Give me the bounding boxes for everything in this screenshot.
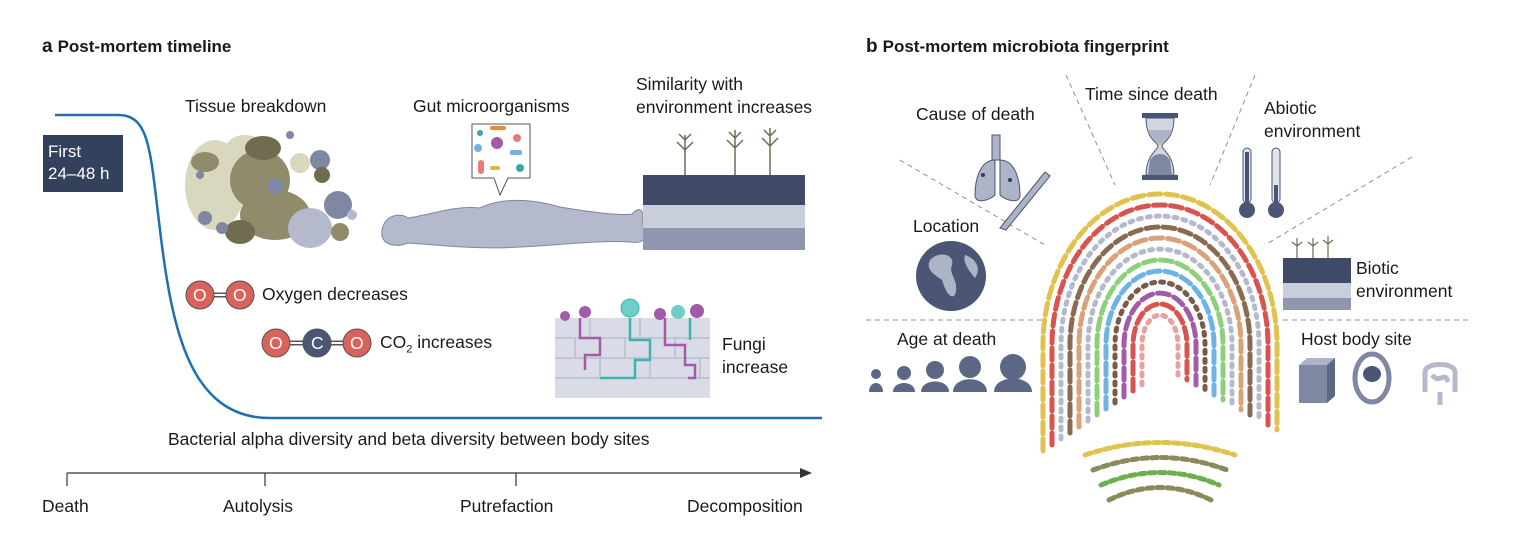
lungs-icon bbox=[974, 134, 1021, 202]
oxygen-decreases-label: Oxygen decreases bbox=[262, 284, 408, 304]
soil-with-plants-icon bbox=[643, 128, 805, 250]
co2-carbon-atom: C bbox=[311, 333, 324, 353]
factor-dividers bbox=[866, 74, 1472, 321]
oxygen-atom: O bbox=[193, 285, 207, 305]
fingerprint-ridge bbox=[1076, 235, 1244, 430]
stage-putrefaction: Putrefaction bbox=[460, 496, 554, 516]
co2-increases-label: CO2 increases bbox=[380, 332, 493, 356]
timeline-axis bbox=[66, 468, 812, 486]
fingerprint-ridge bbox=[1067, 224, 1253, 436]
oxygen-atom: O bbox=[233, 285, 247, 305]
fingerprint-base-ridge bbox=[1082, 440, 1238, 458]
age-at-death-label: Age at death bbox=[897, 329, 997, 349]
host-body-site-label: Host body site bbox=[1301, 329, 1412, 349]
gut-microbe-callout-icon bbox=[471, 123, 531, 197]
tissue-breakdown-label: Tissue breakdown bbox=[185, 96, 327, 116]
diversity-label: Bacterial alpha diversity and beta diver… bbox=[168, 429, 650, 449]
thermometers-icon bbox=[1239, 147, 1284, 218]
biotic-soil-icon bbox=[1283, 236, 1351, 310]
diversity-curve bbox=[55, 113, 822, 420]
stage-death: Death bbox=[42, 496, 89, 516]
fingerprint-ridge bbox=[1139, 312, 1181, 388]
fingerprint-base-ridge bbox=[1106, 485, 1214, 503]
intestine-icon bbox=[1422, 362, 1458, 405]
globe-icon bbox=[916, 241, 986, 311]
co2-oxygen-atom: O bbox=[350, 333, 364, 353]
fingerprint-ridge bbox=[1085, 246, 1235, 424]
fingerprint-ridge bbox=[1130, 301, 1190, 394]
fingerprint-ridge bbox=[1112, 279, 1208, 406]
fingerprint-ridge bbox=[1049, 202, 1271, 448]
stage-autolysis: Autolysis bbox=[223, 496, 294, 516]
scalpel-icon bbox=[999, 171, 1051, 231]
fingerprint-ridge bbox=[1058, 213, 1262, 442]
fingerprint-base-ridge bbox=[1098, 470, 1222, 488]
fingerprint-ridge bbox=[1040, 191, 1280, 454]
mouth-icon bbox=[1352, 351, 1392, 405]
fingerprint-ridge bbox=[1094, 257, 1226, 418]
stage-decomposition: Decomposition bbox=[687, 496, 803, 516]
hourglass-icon bbox=[1142, 113, 1178, 180]
location-label: Location bbox=[913, 216, 980, 236]
arrow-head-icon bbox=[800, 468, 812, 478]
co2-oxygen-atom: O bbox=[269, 333, 283, 353]
age-people-icons bbox=[869, 354, 1032, 392]
fingerprint-ridge bbox=[1121, 290, 1199, 400]
fingerprint-ridge bbox=[1103, 268, 1217, 412]
oxygen-molecule-icon bbox=[185, 280, 255, 310]
tissue-blobs-icon bbox=[185, 131, 357, 248]
time-since-death-label: Time since death bbox=[1085, 84, 1218, 104]
human-body-icon bbox=[381, 199, 647, 249]
co2-molecule-icon bbox=[261, 328, 372, 358]
gut-microorganisms-label: Gut microorganisms bbox=[413, 96, 570, 116]
fungi-on-wall-icon bbox=[555, 298, 710, 398]
microbiota-fingerprint-icon bbox=[1040, 191, 1280, 503]
fingerprint-base-ridge bbox=[1090, 455, 1230, 473]
skin-section-icon bbox=[1299, 358, 1335, 403]
cause-of-death-label: Cause of death bbox=[916, 104, 1035, 124]
